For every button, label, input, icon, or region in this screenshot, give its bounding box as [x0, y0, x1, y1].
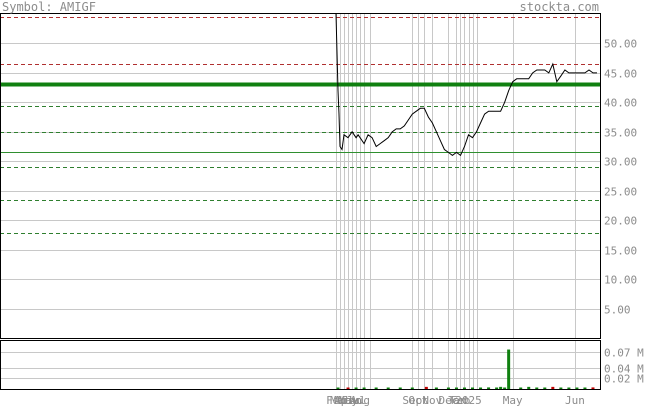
x-tick-label: Feb: [326, 394, 346, 406]
volume-bar: [507, 349, 511, 389]
volume-bar: [398, 387, 402, 389]
price-line: [335, 13, 597, 157]
volume-bar: [527, 386, 531, 389]
volume-bar: [551, 386, 555, 389]
price-axis-labels: 5.00 10.00 15.00 20.00 25.00 30.00 35.00 40.00 4…: [604, 38, 637, 317]
volume-tick-label: 0.04 M: [604, 363, 644, 376]
symbol-label: Symbol: AMIGF: [2, 0, 96, 14]
volume-bar: [410, 387, 414, 389]
volume-bar: [535, 387, 539, 389]
price-panel-frame: [0, 13, 601, 339]
price-tick-label: 35.00: [604, 127, 637, 140]
price-tick-label: 10.00: [604, 274, 637, 287]
volume-bar: [354, 387, 358, 389]
volume-bar: [362, 387, 366, 389]
price-tick-label: 20.00: [604, 215, 637, 228]
x-tick-label: Nov: [422, 394, 442, 406]
volume-bar: [434, 387, 438, 389]
vertical-grid: [336, 14, 576, 389]
volume-tick-label: 0.07 M: [604, 347, 644, 360]
volume-bar: [374, 387, 378, 389]
reference-lines: [0, 17, 600, 234]
volume-bar: [336, 387, 340, 389]
price-tick-label: 30.00: [604, 156, 637, 169]
volume-bar: [424, 386, 428, 389]
x-tick-label: Oct: [408, 394, 428, 406]
volume-panel-frame: [0, 340, 601, 390]
volume-bar: [583, 387, 587, 389]
volume-bar: [499, 386, 503, 389]
volume-bar: [471, 387, 475, 389]
x-tick-label: 2025: [455, 394, 482, 406]
volume-bar: [454, 387, 458, 389]
x-tick-label: Aug: [350, 394, 370, 406]
volume-bar: [503, 387, 507, 389]
x-tick-label: May: [503, 394, 523, 406]
volume-bars: [336, 349, 595, 389]
volume-bar: [591, 387, 595, 389]
x-tick-label: Feb: [451, 394, 471, 406]
volume-bar: [346, 387, 350, 389]
volume-bar: [462, 387, 466, 389]
volume-bar: [386, 387, 390, 389]
volume-tick-label: 0.02 M: [604, 373, 644, 386]
site-label[interactable]: stockta.com: [520, 0, 599, 14]
volume-bar: [575, 387, 579, 389]
volume-axis-labels: 0.02 M0.04 M 0.07 M: [604, 347, 644, 386]
volume-bar: [519, 387, 523, 389]
x-tick-label: Dec: [438, 394, 458, 406]
price-tick-label: 40.00: [604, 97, 637, 110]
x-tick-label: Sep: [402, 394, 422, 406]
x-tick-label: May: [338, 394, 358, 406]
x-tick-label: Jun: [565, 394, 585, 406]
x-tick-label: Jan: [447, 394, 467, 406]
price-tick-label: 25.00: [604, 186, 637, 199]
x-tick-label: Mar: [330, 394, 350, 406]
volume-bar: [495, 387, 499, 389]
volume-bar: [567, 387, 571, 389]
volume-grid: [0, 352, 600, 379]
price-tick-label: 5.00: [604, 304, 631, 317]
volume-bar: [446, 387, 450, 389]
volume-bar: [487, 387, 491, 389]
price-tick-label: 45.00: [604, 68, 637, 81]
x-tick-label: Jun: [342, 394, 362, 406]
volume-bar: [479, 387, 483, 389]
x-tick-label: Apr: [334, 394, 354, 406]
volume-bar: [559, 387, 563, 389]
volume-bar: [543, 387, 547, 389]
price-tick-label: 15.00: [604, 245, 637, 258]
price-tick-label: 50.00: [604, 38, 637, 51]
x-tick-label: Jul: [346, 394, 366, 406]
